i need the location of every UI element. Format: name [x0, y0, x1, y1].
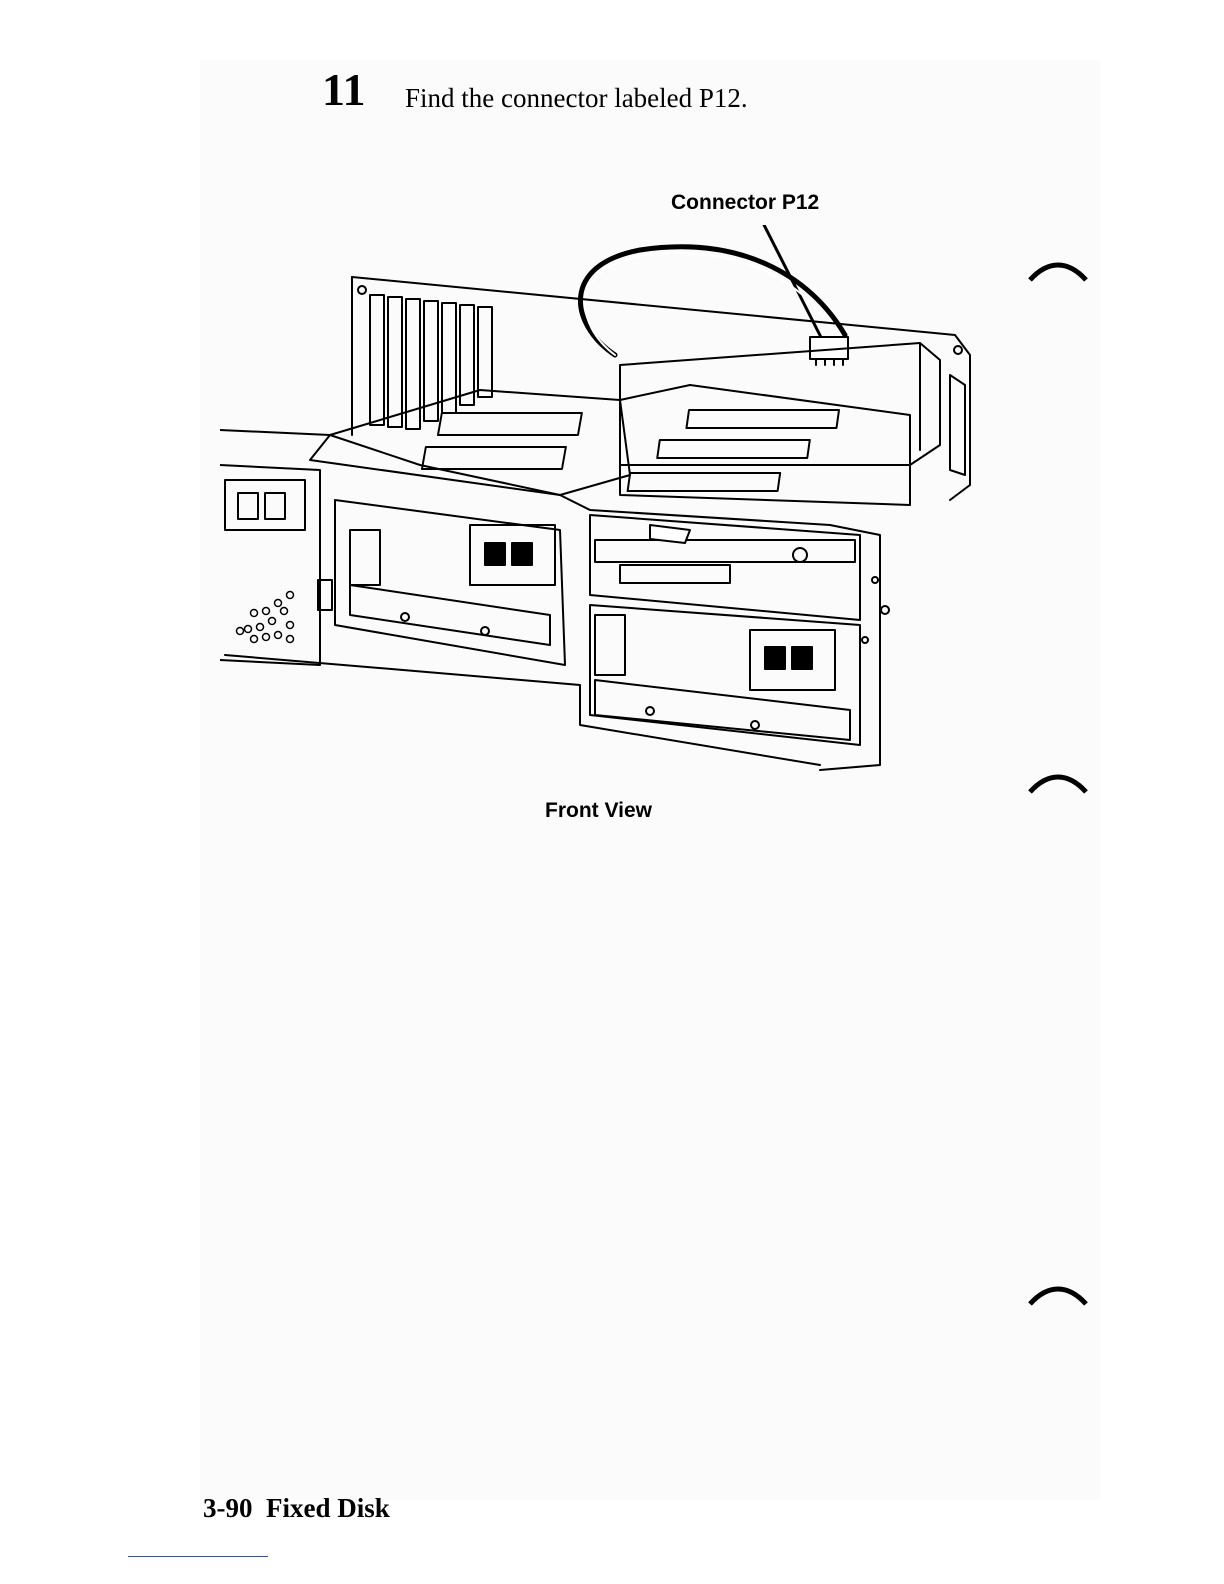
figure-caption: Front View [545, 797, 652, 825]
page-number: 3-90 [203, 1493, 253, 1523]
step-instruction: Find the connector labeled P12. [405, 80, 748, 116]
footer-rule [128, 1556, 268, 1557]
page-footer: 3-90 Fixed Disk [203, 1491, 390, 1525]
margin-tab-mark [1028, 258, 1088, 288]
power-cable [580, 247, 845, 355]
margin-tab-mark [1028, 1282, 1088, 1312]
side-bracket [950, 375, 965, 475]
system-unit-front-view-illustration [220, 225, 990, 785]
connector-callout-label: Connector P12 [671, 189, 819, 217]
drive-bay-right-top [620, 385, 910, 505]
margin-tab-mark [1028, 770, 1088, 800]
expansion-slots [370, 295, 492, 429]
rear-panel [352, 277, 970, 500]
drive-bay-left-top [330, 390, 630, 495]
section-title: Fixed Disk [266, 1493, 390, 1523]
fixed-disk-drive [590, 605, 860, 745]
speaker-grille [237, 592, 294, 643]
step-number: 11 [322, 62, 365, 118]
power-supply [620, 343, 940, 465]
diskette-drive [590, 515, 860, 620]
